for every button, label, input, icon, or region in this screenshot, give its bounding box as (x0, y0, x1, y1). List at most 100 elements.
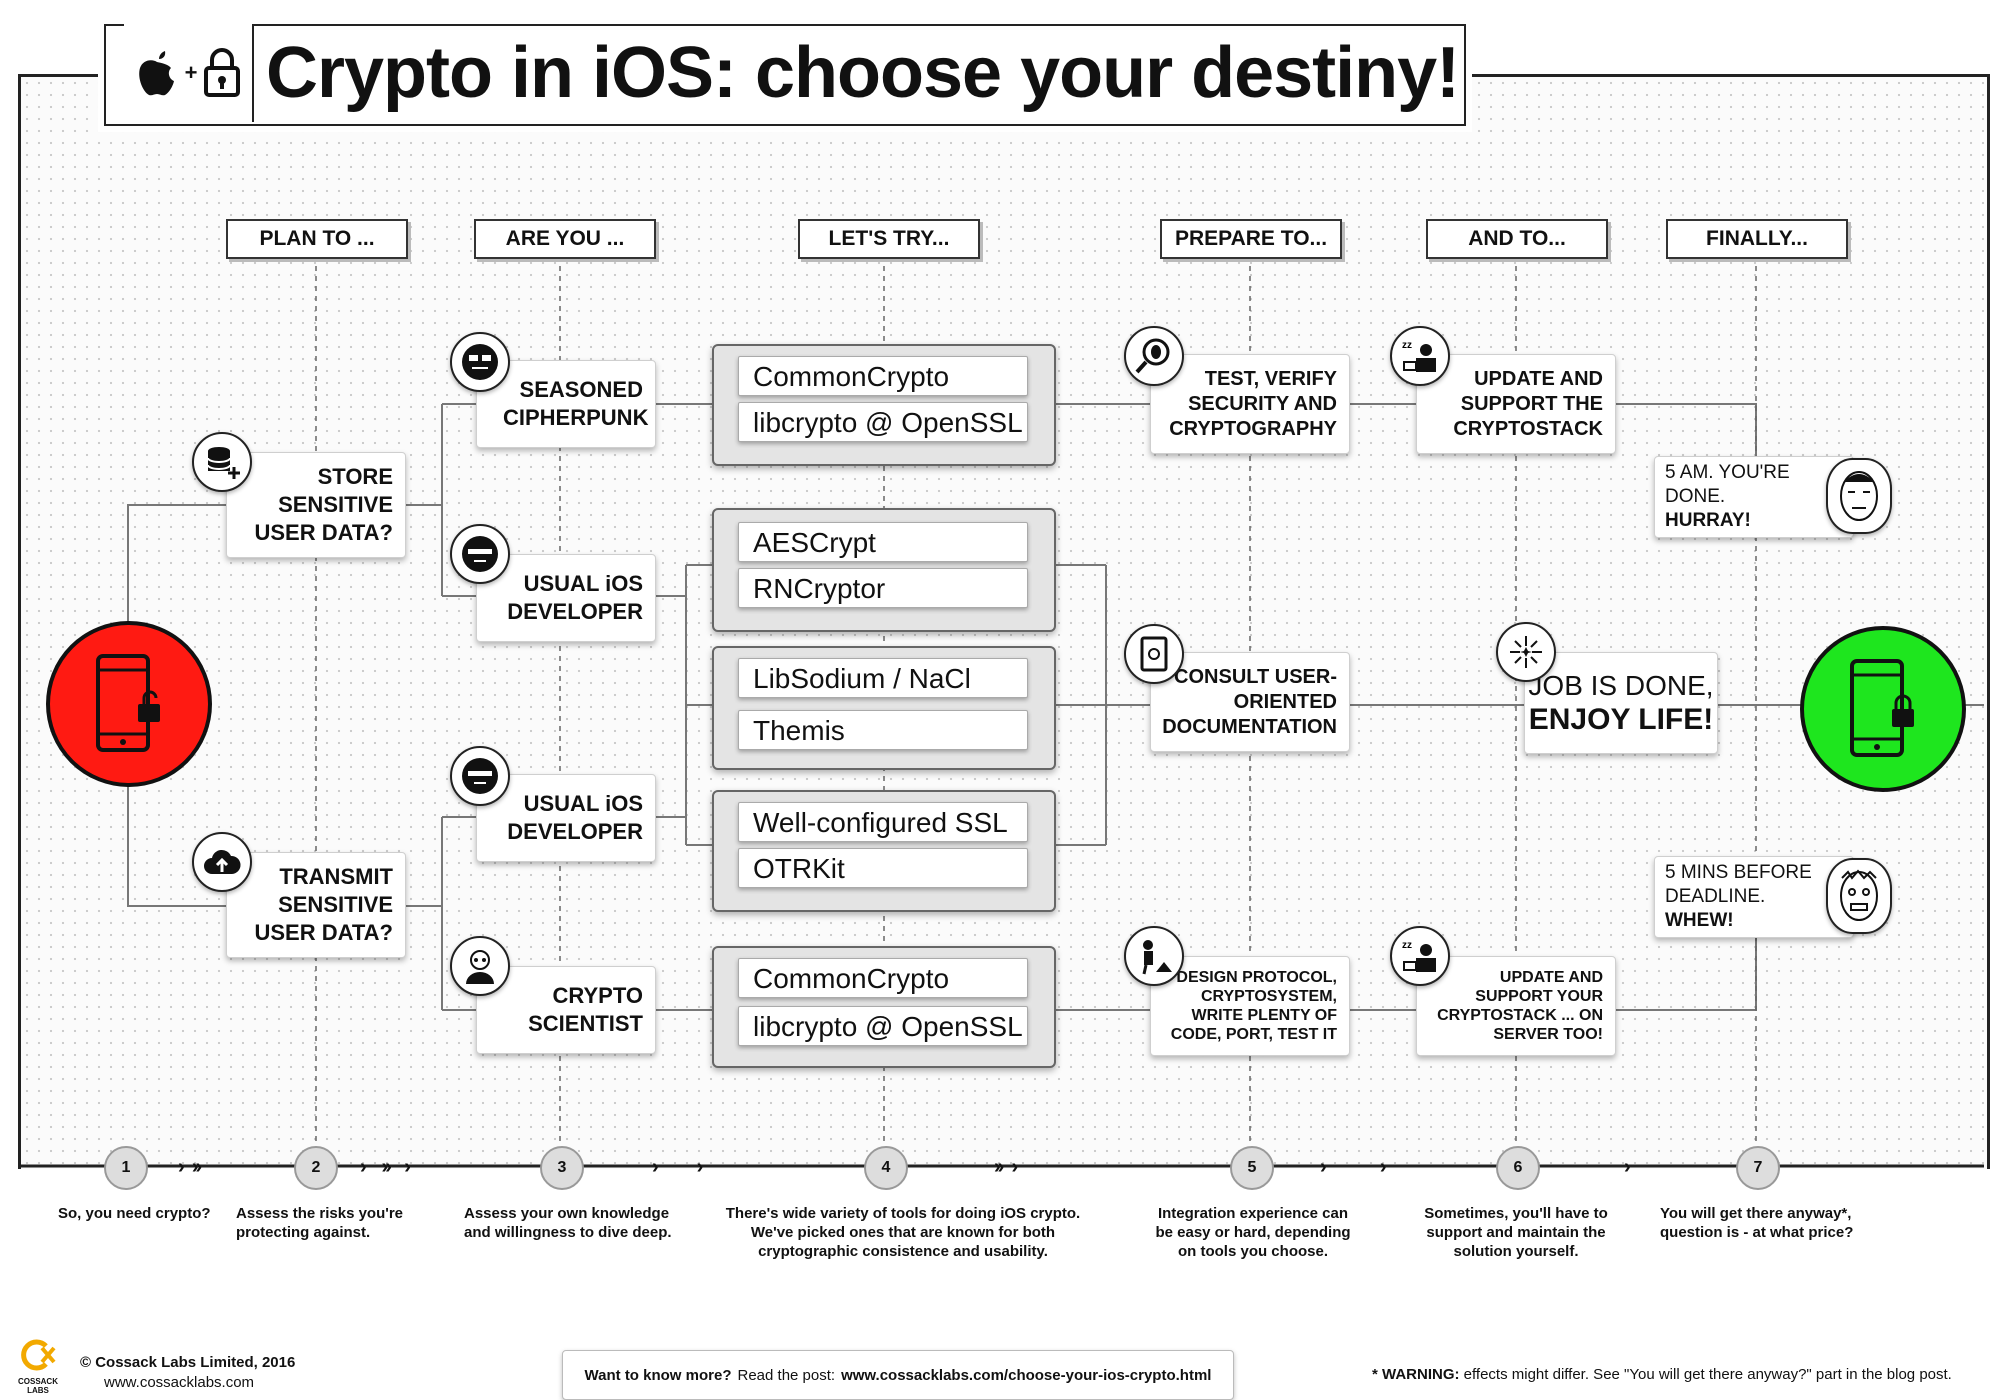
step-3-description: Assess your own knowledge and willingnes… (464, 1205, 672, 1241)
builder-icon (1124, 926, 1184, 986)
scientist-avatar-icon (450, 936, 510, 996)
plus-sign: + (184, 60, 198, 85)
step-3: 3 (540, 1146, 584, 1190)
header-finally: FINALLY... (1666, 219, 1848, 259)
persona-scientist-label: CRYPTO SCIENTIST (528, 983, 643, 1036)
timeline-arrows: ›› › (994, 1156, 1018, 1178)
start-circle (46, 621, 212, 787)
apple-icon (138, 51, 174, 96)
locked-phone-icon (1850, 659, 1914, 757)
tool-otrkit: OTRKit (738, 848, 1028, 888)
cossack-labs-logo-icon (21, 1339, 56, 1371)
more-label: Want to know more? (584, 1366, 732, 1384)
job-done-box: JOB IS DONE, ENJOY LIFE! (1524, 652, 1718, 754)
step-7-description: You will get there anyway*, question is … (1660, 1205, 1854, 1241)
tool-aescrypt: AESCrypt (738, 522, 1028, 562)
cloud-upload-icon (192, 832, 252, 892)
five-am-box: 5 AM. YOU'RE DONE. HURRAY! (1654, 456, 1854, 538)
prepare-consult-label: CONSULT USER-ORIENTED DOCUMENTATION (1162, 665, 1337, 738)
step-2-description: Assess the risks you're protecting again… (236, 1205, 403, 1241)
tool-group-4: Well-configured SSL OTRKit (712, 790, 1056, 912)
timeline-arrows: › ›› › (360, 1156, 411, 1178)
svg-text:zz: zz (1402, 340, 1412, 351)
cipherpunk-avatar-icon (450, 332, 510, 392)
unlocked-phone-icon (96, 654, 160, 752)
tool-libcrypto: libcrypto @ OpenSSL (738, 402, 1028, 442)
lock-icon (204, 48, 241, 97)
header-lets-try: LET'S TRY... (798, 219, 980, 259)
five-mins-box: 5 MINS BEFORE DEADLINE. WHEW! (1654, 856, 1854, 938)
database-add-icon (192, 432, 252, 492)
job-done-line2: ENJOY LIFE! (1528, 703, 1714, 736)
title-box (104, 24, 1466, 126)
header-prepare: PREPARE TO... (1160, 219, 1342, 259)
document-gear-icon (1124, 624, 1184, 684)
persona-dev1-label: USUAL iOS DEVELOPER (507, 571, 643, 624)
plan-store-label: STORE SENSITIVE USER DATA? (254, 464, 393, 545)
blog-post-link[interactable]: www.cossacklabs.com/choose-your-ios-cryp… (841, 1366, 1212, 1384)
prepare-design-label: DESIGN PROTOCOL, CRYPTOSYSTEM, WRITE PLE… (1170, 969, 1337, 1043)
step-1: 1 (104, 1146, 148, 1190)
header-are-you: ARE YOU ... (474, 219, 656, 259)
timeline-arrows: › › (1320, 1156, 1387, 1178)
persona-cipherpunk-label: SEASONED CIPHERPUNK (503, 377, 649, 430)
page-title: Crypto in iOS: choose your destiny! (266, 33, 1460, 113)
bug-magnifier-icon (1124, 326, 1184, 386)
tool-commoncrypto: CommonCrypto (738, 356, 1028, 396)
step-7: 7 (1736, 1146, 1780, 1190)
footer-site-link[interactable]: www.cossacklabs.com (104, 1374, 255, 1391)
step-2: 2 (294, 1146, 338, 1190)
plan-transmit-label: TRANSMIT SENSITIVE USER DATA? (254, 864, 393, 945)
job-done-line1: JOB IS DONE, (1528, 670, 1714, 701)
step-6: 6 (1496, 1146, 1540, 1190)
prepare-test-label: TEST, VERIFY SECURITY AND CRYPTOGRAPHY (1169, 367, 1337, 440)
tool-group-2: AESCrypt RNCryptor (712, 508, 1056, 632)
timeline-arrows: › ›› (178, 1156, 202, 1178)
tool-themis: Themis (738, 710, 1028, 750)
header-and-to: AND TO... (1426, 219, 1608, 259)
tool-group-3: LibSodium / NaCl Themis (712, 646, 1056, 770)
end-circle (1800, 626, 1966, 792)
step-4-description: There's wide variety of tools for doing … (725, 1205, 1081, 1260)
five-mins-line3: WHEW! (1665, 910, 1734, 931)
update-server-box: UPDATE AND SUPPORT YOUR CRYPTOSTACK ... … (1416, 956, 1616, 1056)
tool-commoncrypto: CommonCrypto (738, 958, 1028, 998)
persona-dev1-box: USUAL iOS DEVELOPER (476, 554, 656, 642)
developer-avatar-icon (450, 746, 510, 806)
tired-worker-icon: zz (1390, 326, 1450, 386)
timeline-arrows: › › (652, 1156, 703, 1178)
warning-label: * WARNING: (1372, 1366, 1460, 1383)
more-info-box: Want to know more? Read the post: www.co… (562, 1350, 1234, 1400)
svg-text:zz: zz (1402, 940, 1412, 951)
prepare-consult-box: CONSULT USER-ORIENTED DOCUMENTATION (1150, 652, 1350, 752)
update-support-label: UPDATE AND SUPPORT THE CRYPTOSTACK (1453, 367, 1603, 440)
five-am-line3: HURRAY! (1665, 510, 1751, 531)
tool-libcrypto: libcrypto @ OpenSSL (738, 1006, 1028, 1046)
five-mins-line2: DEADLINE. (1665, 886, 1766, 907)
step-1-description: So, you need crypto? (58, 1205, 211, 1222)
tool-ssl: Well-configured SSL (738, 802, 1028, 842)
update-support-box: UPDATE AND SUPPORT THE CRYPTOSTACK (1416, 354, 1616, 454)
five-am-line1: 5 AM. YOU'RE (1665, 462, 1790, 483)
more-text: Read the post: (737, 1366, 836, 1384)
tool-libsodium: LibSodium / NaCl (738, 658, 1028, 698)
apple-lock-logo: + (124, 24, 254, 122)
persona-dev2-label: USUAL iOS DEVELOPER (507, 791, 643, 844)
plan-transmit-box: TRANSMIT SENSITIVE USER DATA? (226, 852, 406, 958)
five-am-line2: DONE. (1665, 486, 1726, 507)
copyright: © Cossack Labs Limited, 2016 (80, 1354, 296, 1371)
tool-group-5: CommonCrypto libcrypto @ OpenSSL (712, 946, 1056, 1068)
developer-avatar-icon (450, 524, 510, 584)
warning-note: * WARNING: effects might differ. See "Yo… (1372, 1366, 1952, 1383)
timeline-arrows: › (1624, 1156, 1630, 1178)
prepare-test-box: TEST, VERIFY SECURITY AND CRYPTOGRAPHY (1150, 354, 1350, 454)
relieved-face-icon (1826, 458, 1892, 534)
step-4: 4 (864, 1146, 908, 1190)
update-server-label: UPDATE AND SUPPORT YOUR CRYPTOSTACK ... … (1437, 969, 1603, 1043)
plan-store-box: STORE SENSITIVE USER DATA? (226, 452, 406, 558)
five-mins-line1: 5 MINS BEFORE (1665, 862, 1812, 883)
fireworks-icon (1496, 622, 1556, 682)
prepare-design-box: DESIGN PROTOCOL, CRYPTOSYSTEM, WRITE PLE… (1150, 956, 1350, 1056)
step-6-description: Sometimes, you'll have to support and ma… (1424, 1205, 1608, 1260)
